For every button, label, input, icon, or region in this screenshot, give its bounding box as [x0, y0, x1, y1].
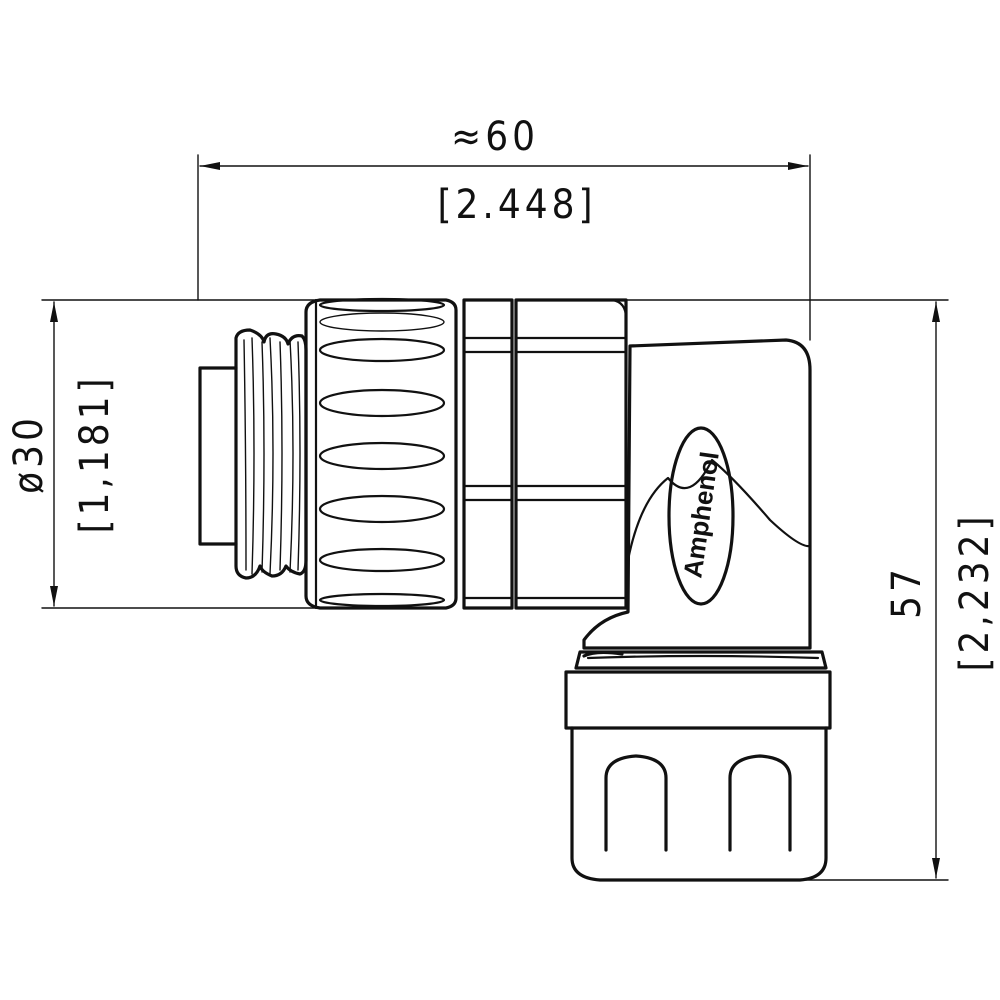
logo-text: Amphenol: [677, 450, 724, 580]
length-mm-label: ≈60: [451, 114, 539, 160]
gland-nut: [564, 670, 832, 730]
diameter-dimension: ø30 [1,181]: [6, 299, 321, 609]
coupling-nut-outline: [304, 298, 458, 610]
angled-housing: Amphenol: [582, 338, 812, 650]
locking-ring: [574, 650, 828, 670]
housing-outline: [582, 338, 812, 650]
locking-ring-outline: [574, 650, 828, 670]
length-dimension: ≈60 [2.448]: [197, 114, 811, 341]
length-inch-label: [2.448]: [437, 182, 596, 228]
mating-face: [198, 366, 238, 546]
cable-gland: [564, 670, 832, 882]
logo-badge: [667, 426, 735, 606]
gland-body: [570, 726, 828, 882]
collar-ring-1: [462, 298, 514, 610]
gland-slot-left: [604, 754, 668, 852]
height-dimension: 57 [2,232]: [619, 299, 998, 881]
diameter-inch-label: [1,181]: [72, 374, 118, 533]
connector-body: Amphenol: [198, 297, 832, 882]
coupling-nut: [304, 297, 458, 610]
diameter-mm-label: ø30: [6, 414, 52, 494]
height-mm-label: 57: [884, 565, 930, 619]
height-inch-label: [2,232]: [952, 512, 998, 671]
housing-contour: [626, 458, 812, 614]
thread-section: [234, 328, 308, 580]
gland-slot-right: [728, 754, 792, 852]
collar: [462, 298, 628, 610]
collar-ring-2: [514, 298, 628, 610]
